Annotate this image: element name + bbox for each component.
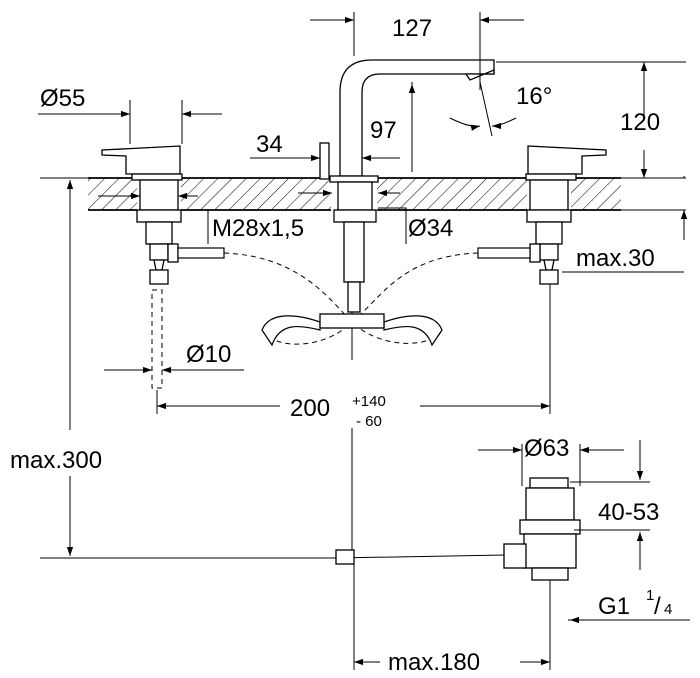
spout-height-inner-label: 97 [370,117,397,144]
pop-up-rod [335,428,506,565]
hole-diameter-label: Ø34 [408,215,453,242]
max-height-label: max.300 [10,447,102,474]
waste-thread-denominator: 4 [664,601,672,618]
spout-angle-label: 16° [516,83,552,110]
centers-label: 200 [290,395,330,422]
waste-thread-numerator: 1 [646,587,654,604]
supply-hoses [177,247,531,347]
handle-diameter-label: Ø55 [40,85,85,112]
spout-offset-label: 34 [256,131,283,158]
left-handle [101,145,183,285]
centers-minus-label: - 60 [356,413,382,430]
waste-diameter-label: Ø63 [524,435,569,462]
centers-plus-label: +140 [352,393,386,410]
tail-pipe [151,289,163,389]
spout-reach-label: 127 [392,15,432,42]
right-handle [525,145,607,285]
spout-height-label: 120 [620,109,660,136]
tail-diameter-label: Ø10 [186,341,231,368]
waste-thread-label: G1 [598,593,630,620]
pop-up-reach-label: max.180 [388,649,480,676]
waste-valve [503,477,581,581]
max-deck-label: max.30 [576,245,655,272]
waste-thread-slash: / [654,593,661,620]
waste-range-label: 40-53 [598,499,659,526]
thread-label: M28x1,5 [212,215,304,242]
